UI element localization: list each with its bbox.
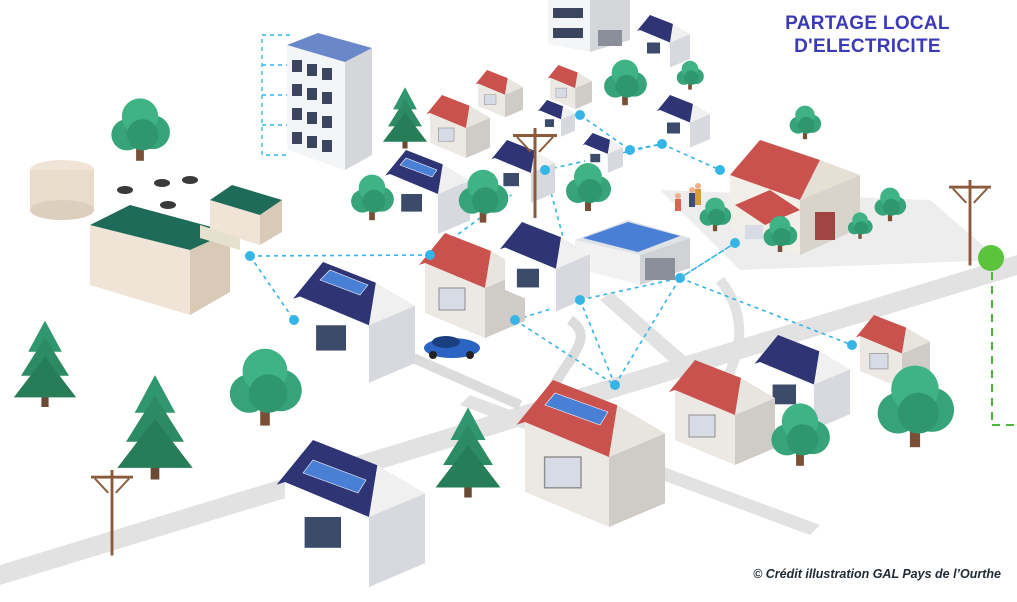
credit-caption: © Crédit illustration GAL Pays de l’Ourt… — [753, 567, 1001, 581]
house — [668, 359, 776, 466]
building-bracket — [261, 34, 290, 156]
warehouse — [575, 220, 690, 285]
page-title: PARTAGE LOCAL D'ELECTRICITE — [745, 12, 990, 58]
house — [515, 379, 666, 528]
house — [657, 95, 710, 148]
house — [637, 15, 690, 68]
house — [475, 69, 524, 118]
apartment-building-top — [548, 0, 630, 52]
title-line-1: PARTAGE LOCAL — [785, 13, 950, 34]
apartment-building — [287, 33, 372, 170]
network-nodes — [245, 110, 857, 390]
electric-car — [424, 336, 480, 359]
house — [385, 150, 470, 234]
grid-connection — [978, 245, 1017, 426]
title-line-2: D'ELECTRICITE — [794, 36, 941, 57]
farm — [30, 160, 282, 315]
people — [675, 183, 701, 211]
solar-panels — [302, 157, 609, 494]
house — [547, 64, 593, 110]
